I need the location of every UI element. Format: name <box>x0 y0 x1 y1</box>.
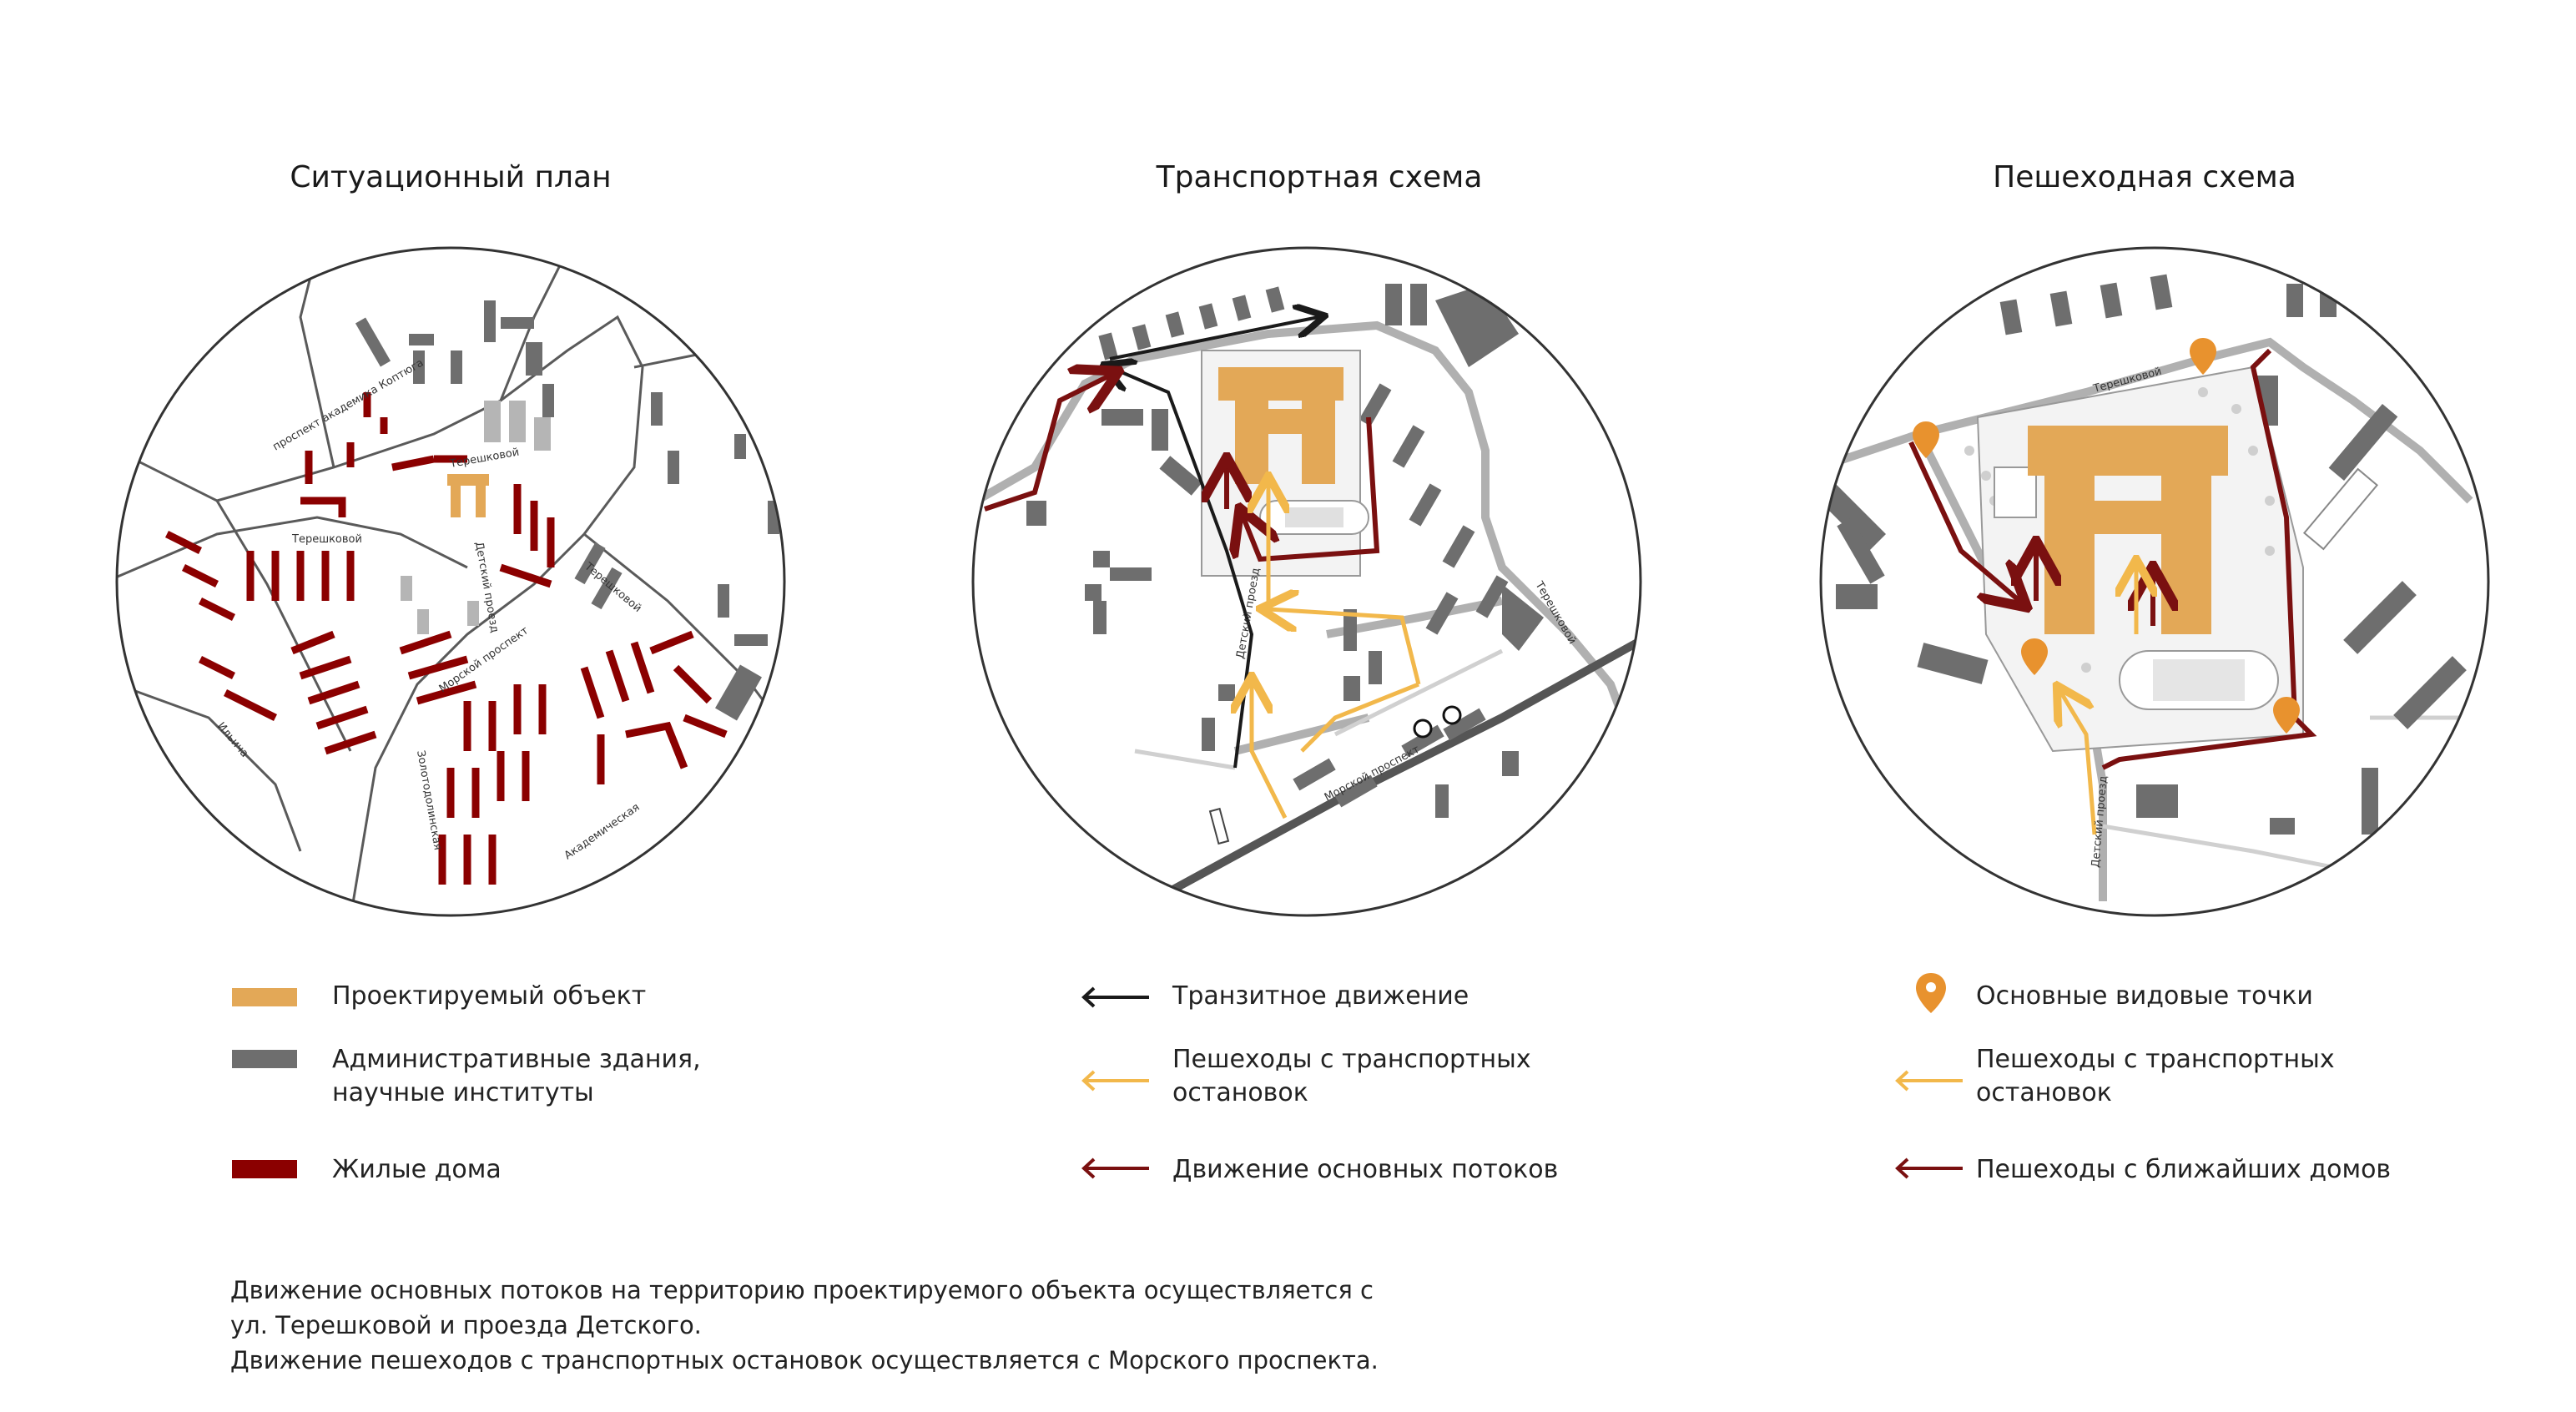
project-object <box>447 474 489 517</box>
legend-label-main-flows: Движение основных потоков <box>1172 1155 1559 1184</box>
situation-map: проспект академика Коптюга Терешковой Те… <box>115 246 786 917</box>
legend-swatch-residential <box>232 1160 297 1178</box>
svg-text:Академическая: Академическая <box>562 801 643 862</box>
arrow-left-icon <box>1081 1157 1149 1179</box>
legend-swatch-admin <box>232 1050 297 1068</box>
svg-text:Терешковой: Терешковой <box>1532 579 1578 647</box>
map-pin-icon <box>1916 973 1946 1013</box>
legend-label-admin-1: Административные здания, <box>332 1045 701 1074</box>
legend-label-ped-stops-r-1: Пешеходы с транспортных <box>1976 1045 2335 1074</box>
svg-text:Детский проезд: Детский проезд <box>1234 567 1263 659</box>
svg-text:Морской проспект: Морской проспект <box>1323 744 1422 804</box>
svg-text:проспект академика Коптюга: проспект академика Коптюга <box>271 357 426 454</box>
pedestrian-map: Терешковой Детский проезд <box>1819 246 2490 917</box>
footer-line-3: Движение пешеходов с транспортных остано… <box>230 1346 1379 1374</box>
legend-label-ped-homes: Пешеходы с ближайших домов <box>1976 1155 2392 1184</box>
title-pedestrian-scheme: Пешеходная схема <box>1993 160 2296 194</box>
legend-label-residential: Жилые дома <box>332 1155 502 1184</box>
title-situation-plan: Ситуационный план <box>290 160 612 194</box>
svg-text:Золотодолинская: Золотодолинская <box>414 749 444 851</box>
legend-label-project: Проектируемый объект <box>332 981 647 1011</box>
legend-label-ped-stops-r-2: остановок <box>1976 1078 2112 1107</box>
legend-label-ped-stops-1: Пешеходы с транспортных <box>1172 1045 1531 1074</box>
legend-swatch-project <box>232 988 297 1006</box>
bus-stop-icon <box>1413 705 1462 739</box>
footer-line-2: ул. Терешковой и проезда Детского. <box>230 1311 702 1339</box>
arrow-left-icon <box>1895 1157 1963 1179</box>
legend-label-viewpoints: Основные видовые точки <box>1976 981 2313 1011</box>
arrow-left-icon <box>1895 1070 1963 1092</box>
legend-label-admin-2: научные институты <box>332 1078 594 1107</box>
project-object-transport <box>1218 367 1343 484</box>
svg-text:Терешковой: Терешковой <box>291 533 362 546</box>
viewpoint-pins <box>1913 338 2300 734</box>
footer-notes: Движение основных потоков на территорию … <box>230 1273 1379 1378</box>
footer-line-1: Движение основных потоков на территорию … <box>230 1276 1374 1304</box>
transport-map: Детский проезд Морской проспект Терешков… <box>971 246 1642 917</box>
svg-text:Терешковой: Терешковой <box>448 446 520 472</box>
arrow-left-icon <box>1081 1070 1149 1092</box>
svg-text:Ильича: Ильича <box>214 720 250 760</box>
title-transport-scheme: Транспортная схема <box>1156 160 1483 194</box>
project-object-pedestrian <box>2028 426 2228 634</box>
legend-label-transit: Транзитное движение <box>1172 981 1469 1011</box>
arrow-left-icon <box>1081 986 1149 1008</box>
legend-label-ped-stops-2: остановок <box>1172 1078 1308 1107</box>
